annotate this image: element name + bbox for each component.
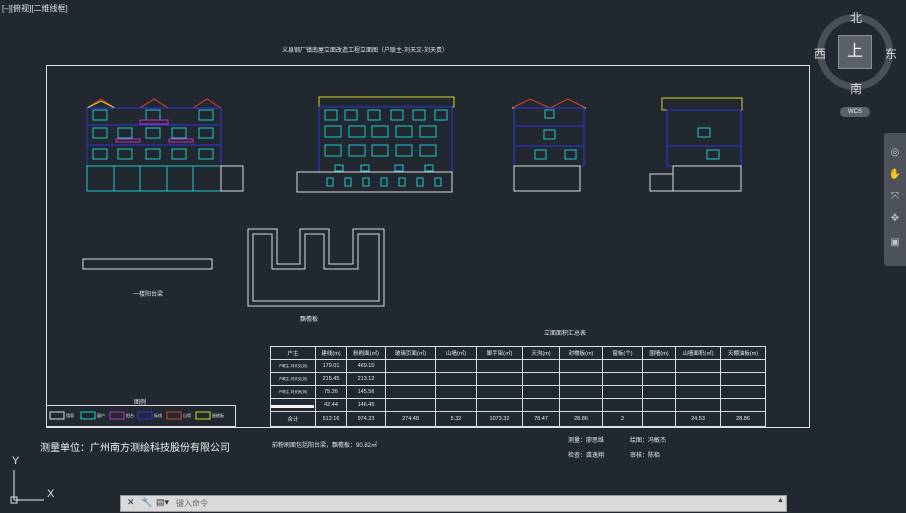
compass-south[interactable]: 南 — [850, 82, 863, 96]
table-cell: 78.47 — [522, 411, 560, 427]
table-header: 脚手架(㎡) — [476, 346, 523, 360]
compass-west[interactable]: 西 — [814, 47, 827, 61]
legend-label: 屋檐板 — [212, 413, 224, 418]
drawing-note: 前粉刷面包括阳台梁，飘檐板：90.82㎡ — [272, 443, 378, 449]
elevation-3 — [511, 98, 587, 192]
steering-wheel-icon[interactable]: ◎ — [890, 147, 900, 158]
table-row: 户联主-刘天文(刘) 179.01 469.10 — [270, 359, 766, 373]
table-cell: 户联主-刘天文(刘) — [270, 372, 316, 386]
table-cell: 42.44 — [315, 398, 347, 412]
compass-north[interactable]: 北 — [850, 11, 863, 25]
compass-ring[interactable] — [817, 14, 893, 90]
legend-label: 墙面 — [66, 413, 74, 418]
legend-label: 窗户 — [97, 413, 105, 418]
table-cell: 1073.32 — [476, 411, 523, 427]
wcs-menu[interactable]: WCS — [840, 107, 870, 117]
ucs-icon — [10, 470, 44, 504]
compass-east[interactable]: 东 — [885, 47, 898, 61]
ucs-y-label: Y — [12, 455, 20, 467]
eave-board-shape — [247, 228, 385, 307]
showmotion-icon[interactable]: ▣ — [890, 237, 900, 248]
command-input[interactable]: 键入命令 — [176, 499, 208, 508]
legend-title: 图例 — [134, 400, 147, 406]
table-cell: 215.45 — [315, 372, 347, 386]
table-header: 建线(m) — [315, 346, 347, 360]
table-cell: 146.45 — [346, 398, 386, 412]
table-header: 山墙面积(㎡) — [675, 346, 721, 360]
recent-commands-icon[interactable]: ▤▾ — [156, 497, 170, 507]
table-header: 窗板(个) — [602, 346, 643, 360]
table-cell: 469.10 — [346, 359, 386, 373]
table-header: 围墙(m) — [642, 346, 676, 360]
legend-swatches — [49, 411, 211, 420]
table-cell: 2 — [602, 411, 643, 427]
table-row: 户联主-刘天贵(刘) 75.26 145.56 — [270, 385, 766, 399]
eave-board-label: 飘檐板 — [300, 317, 319, 323]
viewcube-top-face[interactable]: 上 — [838, 35, 872, 69]
summary-table: 户主 建线(m) 粉刷面(㎡) 玻璃页面(㎡) 山墙(㎡) 脚手架(㎡) 天沟(… — [270, 346, 766, 427]
table-cell: 179.01 — [315, 359, 347, 373]
command-history-arrow-icon[interactable]: ▲ — [777, 497, 784, 504]
table-cell: 28.86 — [720, 411, 766, 427]
table-row: 户联主-刘天文(刘) 215.45 213.12 — [270, 372, 766, 386]
check-signature: 检查：龚逸翔 — [568, 453, 605, 459]
table-header: 天棚油板(m) — [720, 346, 766, 360]
ucs-x-label: X — [47, 488, 55, 500]
table-cell — [270, 398, 316, 412]
platform-beam-label: 一楼阳台梁 — [133, 292, 164, 298]
table-row: 42.44 146.45 — [270, 398, 766, 412]
table-header: 天沟(m) — [522, 346, 560, 360]
table-header: 玻璃页面(㎡) — [385, 346, 436, 360]
close-icon[interactable]: ✕ — [127, 497, 135, 507]
table-cell: 24.53 — [675, 411, 721, 427]
table-cell: 145.56 — [346, 385, 386, 399]
legend-label: 山墙 — [183, 413, 191, 418]
elevation-1 — [86, 98, 244, 192]
navigation-bar — [884, 133, 906, 266]
table-cell: 274.48 — [385, 411, 436, 427]
table-cell: 合计 — [270, 411, 316, 427]
table-header: 山墙(㎡) — [435, 346, 477, 360]
table-cell: 5.32 — [435, 411, 477, 427]
table-cell: 974.23 — [346, 411, 386, 427]
draw-signature: 绘图：冯敏杰 — [630, 438, 667, 444]
table-cell: 75.26 — [315, 385, 347, 399]
table-cell: 512.16 — [315, 411, 347, 427]
elevation-4 — [649, 97, 743, 192]
command-line[interactable] — [120, 495, 787, 512]
company-label: 测量单位：广州南方测绘科技股份有限公司 — [40, 443, 230, 454]
legend-label: 阳台 — [126, 413, 134, 418]
survey-signature: 测量：廖思维 — [568, 438, 605, 444]
table-cell: 28.86 — [559, 411, 603, 427]
table-header: 封檐板(m) — [559, 346, 603, 360]
platform-beam-shape — [82, 258, 213, 270]
legend-label: 标线 — [154, 413, 162, 418]
table-cell — [642, 411, 676, 427]
table-header: 户主 — [270, 346, 316, 360]
legend-box — [46, 405, 236, 427]
orbit-icon[interactable]: ✥ — [890, 213, 900, 224]
customize-icon[interactable]: 🔧 — [141, 497, 153, 507]
pan-icon[interactable]: ✋ — [888, 169, 902, 180]
table-cell: 户联主-刘天文(刘) — [270, 359, 316, 373]
table-header: 粉刷面(㎡) — [346, 346, 386, 360]
drawing-title: 义县钢厂镇南屋立面改造工程立面图（户联主-刘天文-刘天贵） — [282, 48, 448, 54]
review-signature: 审核：陈栢 — [630, 453, 661, 459]
table-cell: 户联主-刘天贵(刘) — [270, 385, 316, 399]
table-cell: 213.12 — [346, 372, 386, 386]
drawing-frame — [46, 65, 810, 428]
viewport-label[interactable]: [–][俯视][二维线框] — [2, 4, 68, 13]
table-total-row: 合计 512.16 974.23 274.48 5.32 1073.32 78.… — [270, 411, 766, 427]
zoom-icon[interactable]: ⤧ — [891, 191, 899, 202]
elevation-2 — [296, 96, 455, 193]
table-header-row: 户主 建线(m) 粉刷面(㎡) 玻璃页面(㎡) 山墙(㎡) 脚手架(㎡) 天沟(… — [270, 346, 766, 360]
table-title: 立面面积汇总表 — [544, 331, 587, 337]
